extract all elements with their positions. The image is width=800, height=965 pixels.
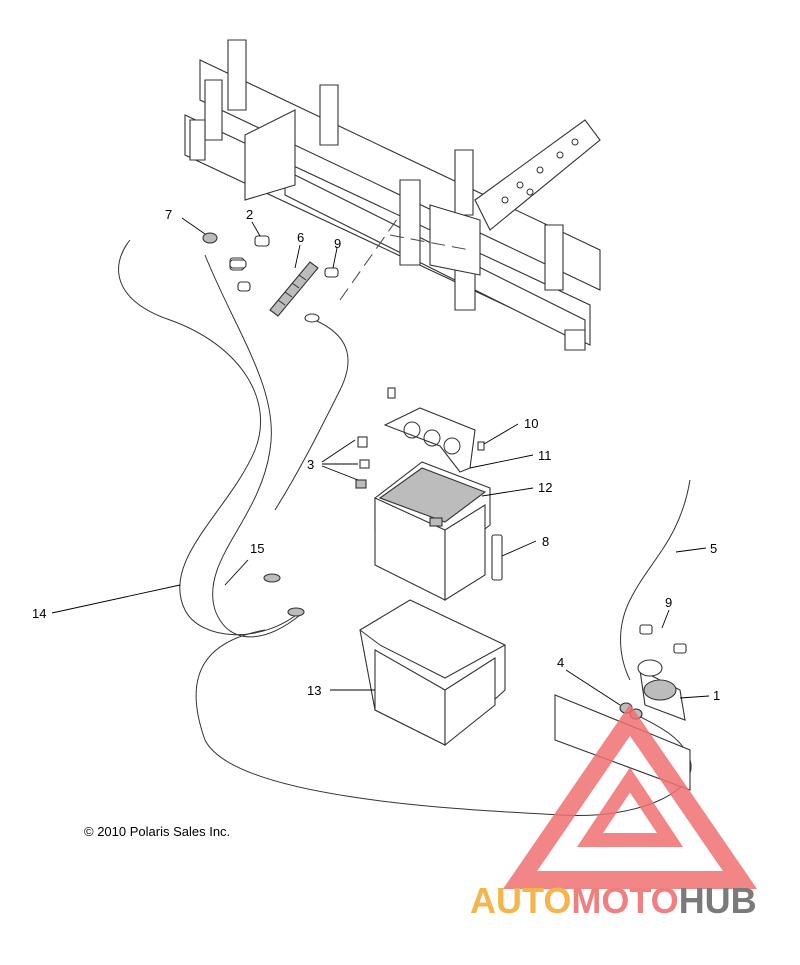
callout-13: 13: [307, 683, 321, 698]
terminal-block: [269, 261, 319, 317]
ring-terminals: [229, 259, 320, 617]
frame-assembly: [184, 39, 601, 351]
callout-6: 6: [297, 230, 304, 245]
watermark-hub: HUB: [679, 880, 757, 921]
watermark-moto: MOTO: [571, 880, 678, 921]
callout-4: 4: [557, 655, 564, 670]
watermark-logo: [502, 704, 758, 889]
battery-cable-long-b: [204, 254, 301, 638]
callout-11: 11: [538, 448, 552, 463]
callout-5: 5: [710, 541, 717, 556]
battery-cable-long: [118, 239, 301, 636]
fasteners-upper: [202, 232, 339, 292]
watermark-auto: AUTO: [470, 880, 571, 921]
callout-12: 12: [538, 480, 552, 495]
watermark-text: AUTOMOTOHUB: [470, 880, 757, 921]
callout-8: 8: [542, 534, 549, 549]
callout-1: 1: [713, 688, 720, 703]
copyright-notice: © 2010 Polaris Sales Inc.: [84, 824, 231, 839]
battery: [355, 436, 491, 601]
callout-14: 14: [32, 606, 46, 621]
callout-labels: 1 2 3 4 5 6 7 8 9 9 10 11 12 13 14 15: [32, 207, 720, 703]
callout-7: 7: [165, 207, 172, 222]
callout-3: 3: [307, 457, 314, 472]
battery-rod: [491, 534, 503, 581]
battery-box: [359, 599, 506, 747]
callout-9-lower: 9: [665, 595, 672, 610]
terminal-cable: [274, 317, 349, 511]
callout-10: 10: [524, 416, 538, 431]
leader-lines: [51, 217, 710, 706]
hold-down-bracket: [383, 387, 485, 473]
callout-2: 2: [246, 207, 253, 222]
watermark-triangle: [502, 704, 758, 889]
callout-15: 15: [250, 541, 264, 556]
callout-9-upper: 9: [334, 236, 341, 251]
